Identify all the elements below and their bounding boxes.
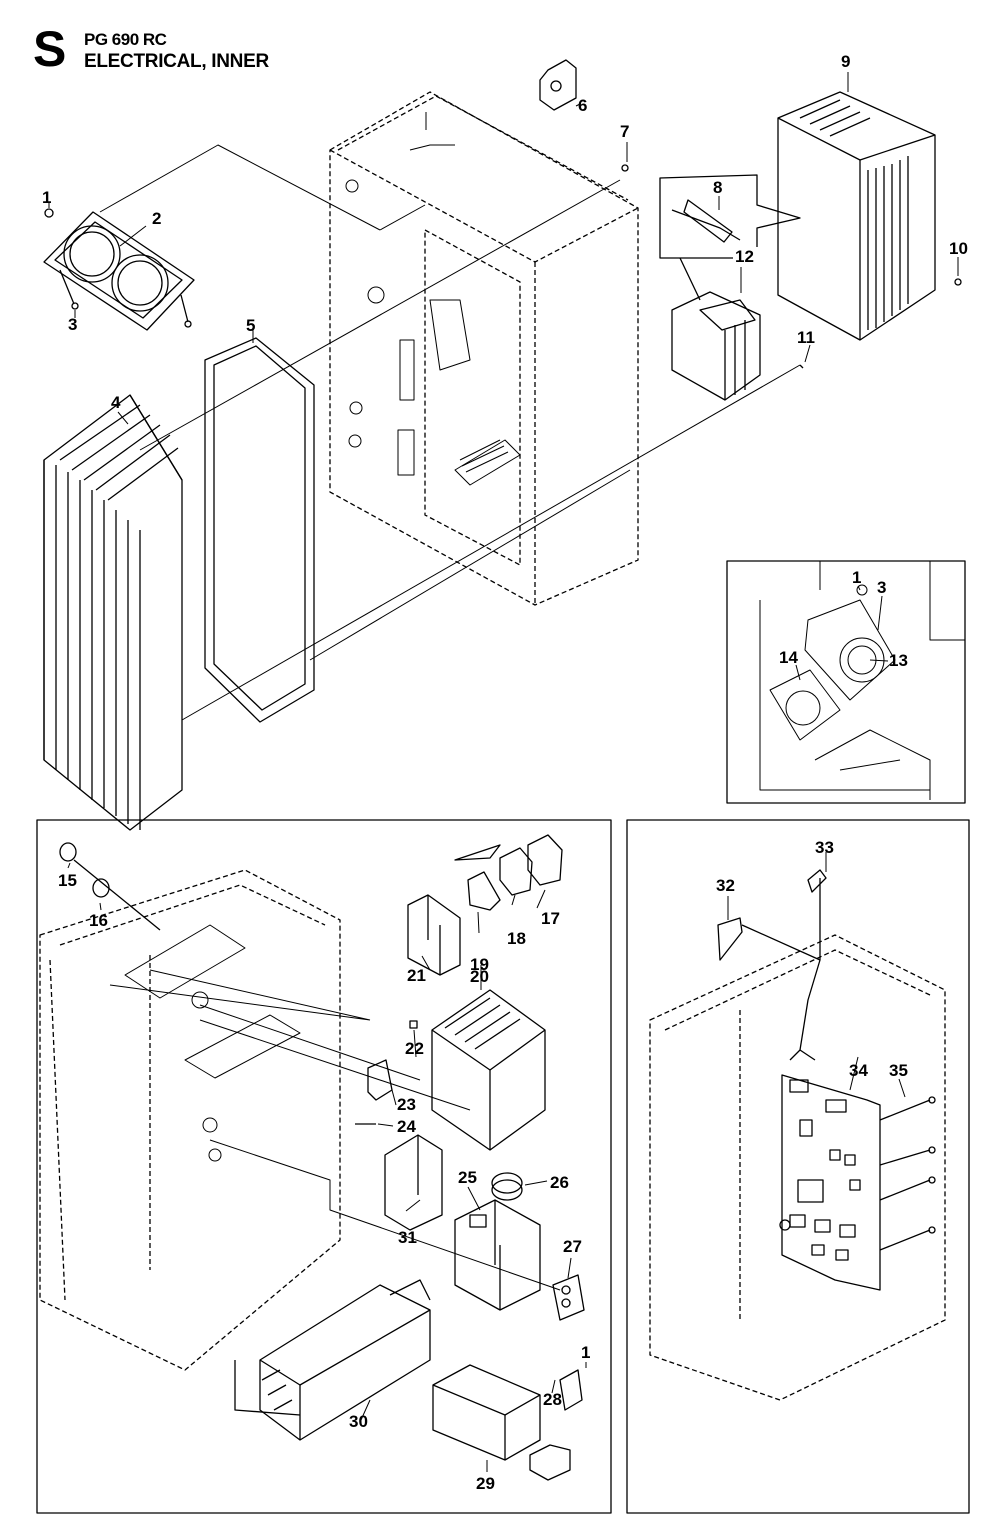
screw-3: [71, 302, 79, 310]
callout-6: 6: [578, 96, 587, 115]
ferrite-core: [491, 1172, 523, 1201]
fan-detail-inset: [726, 560, 966, 804]
contactor: [454, 1199, 541, 1311]
callout-2: 2: [152, 209, 161, 228]
standoffs: [879, 1096, 936, 1251]
callout-labels: 1 2 3 4 5 6 7 8 9 10 11 12 1 3 13 14 15 …: [42, 52, 968, 1493]
callout-15: 15: [58, 871, 77, 890]
relay-23: [367, 1059, 393, 1101]
screw-7: [621, 164, 629, 172]
panel-electrical-parts: [36, 819, 612, 1514]
callout-24: 24: [397, 1117, 416, 1136]
inverter: [777, 91, 936, 341]
nut-22: [409, 1020, 418, 1029]
section-letter: S: [33, 21, 67, 77]
thermal-paste-box: [659, 174, 801, 259]
module-12: [671, 291, 761, 401]
callout-19: 19: [470, 955, 489, 974]
callout-7: 7: [620, 122, 629, 141]
line-filter: [259, 1279, 431, 1441]
callout-33: 33: [815, 838, 834, 857]
page-title: ELECTRICAL, INNER: [84, 51, 269, 72]
din-rails: [109, 924, 561, 1291]
auxiliary-contact: [552, 1274, 585, 1321]
assembly-lines: [99, 144, 801, 721]
leader-lines: [48, 72, 959, 1472]
filter-lead: [234, 1360, 301, 1416]
callout-17: 17: [541, 909, 560, 928]
callout-1-fan: 1: [42, 188, 51, 207]
callout-31: 31: [398, 1228, 417, 1247]
dual-fan-bracket: [43, 211, 195, 331]
screw-11: [799, 364, 804, 369]
callout-14: 14: [779, 648, 798, 667]
callout-29: 29: [476, 1474, 495, 1493]
lower-cabinet-right: [649, 934, 946, 1401]
relay-module: [384, 1134, 443, 1231]
temperature-sensors: [717, 869, 827, 1061]
control-board: [781, 1074, 881, 1291]
callout-18: 18: [507, 929, 526, 948]
callout-22: 22: [405, 1039, 424, 1058]
battery-bracket: [529, 1369, 583, 1481]
callout-30: 30: [349, 1412, 368, 1431]
bracket-6: [539, 59, 577, 111]
callout-23: 23: [397, 1095, 416, 1114]
heatsink: [43, 394, 183, 831]
callout-28: 28: [543, 1390, 562, 1409]
callout-25: 25: [458, 1168, 477, 1187]
cabinet-details: [345, 112, 521, 486]
panel-control-board: [626, 819, 970, 1514]
cable-gland: [59, 842, 161, 931]
callout-10: 10: [949, 239, 968, 258]
callout-9: 9: [841, 52, 850, 71]
callout-11: 11: [797, 328, 815, 347]
callout-35: 35: [889, 1061, 908, 1080]
lower-cabinet-left: [39, 869, 341, 1371]
callout-21: 21: [407, 966, 426, 985]
callout-4: 4: [111, 393, 121, 412]
callout-32: 32: [716, 876, 735, 895]
page-header: S PG 690 RC ELECTRICAL, INNER: [0, 0, 400, 80]
gasket: [204, 337, 315, 723]
callout-5: 5: [246, 316, 255, 335]
callout-1-inset: 1: [852, 568, 861, 587]
main-cabinet: [329, 91, 639, 606]
arrow-to-module: [679, 257, 701, 301]
fan-detail: [759, 561, 965, 800]
callout-1-lower: 1: [581, 1343, 590, 1362]
model-name: PG 690 RC: [84, 30, 167, 49]
screw-1: [44, 208, 54, 218]
mount-hole: [779, 1219, 791, 1231]
callout-13: 13: [889, 651, 908, 670]
callout-27: 27: [563, 1237, 582, 1256]
screw-10: [954, 278, 962, 286]
battery: [432, 1364, 541, 1461]
end-stops: [454, 834, 563, 911]
callout-16: 16: [89, 911, 108, 930]
power-supply: [431, 989, 546, 1151]
callout-3-inset: 3: [877, 578, 886, 597]
circuit-breaker: [407, 894, 461, 976]
callout-34: 34: [849, 1061, 868, 1080]
callout-26: 26: [550, 1173, 569, 1192]
callout-8: 8: [713, 178, 722, 197]
callout-3-fan: 3: [68, 315, 77, 334]
callout-20: 20: [470, 967, 489, 986]
callout-12: 12: [735, 247, 754, 266]
